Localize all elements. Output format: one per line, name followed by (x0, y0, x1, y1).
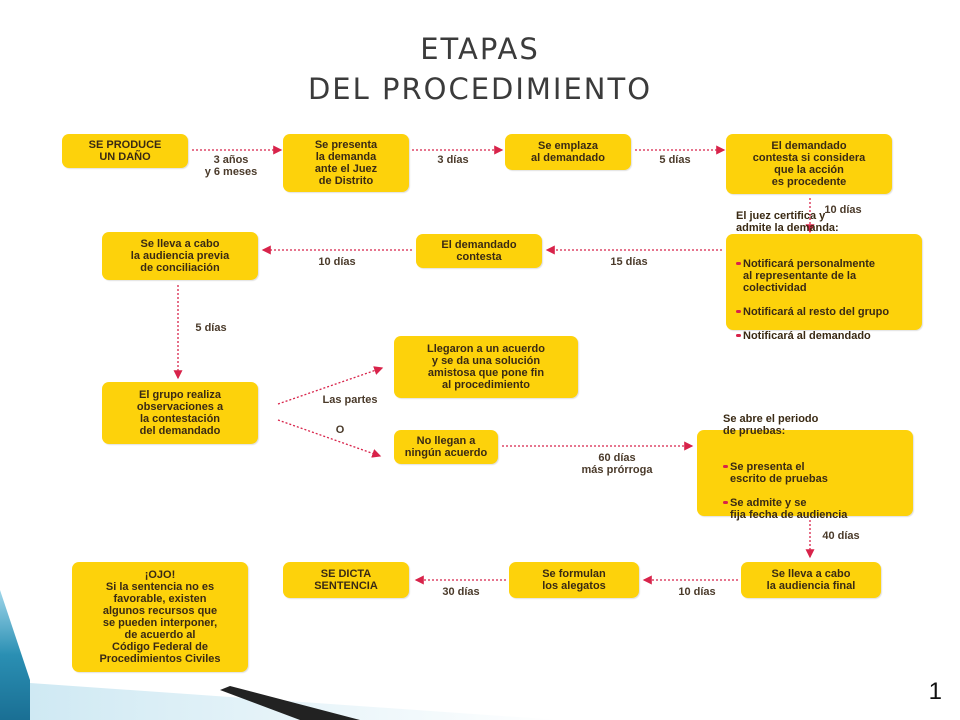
step-se-formulan-alegatos: Se formulan los alegatos (509, 562, 639, 598)
step-se-presenta-la-demanda: Se presenta la demanda ante el Juez de D… (283, 134, 409, 192)
step-text: SE PRODUCE UN DAÑO (88, 139, 162, 163)
label-10-dias-a: 10 días (824, 204, 862, 216)
label-15-dias: 15 días (610, 256, 648, 268)
label-60-dias-prorroga: 60 días más prórroga (581, 452, 653, 476)
label-10-dias-b: 10 días (318, 256, 356, 268)
step-text: Se formulan los alegatos (542, 568, 606, 592)
step-text: El demandado contesta (441, 239, 517, 263)
step-llegaron-a-un-acuerdo: Llegaron a un acuerdo y se da una soluci… (394, 336, 578, 398)
note-text: ¡OJO! Si la sentencia no es favorable, e… (99, 569, 221, 665)
step-el-demandado-contesta: El demandado contesta (416, 234, 542, 268)
step-no-llegan-a-acuerdo: No llegan a ningún acuerdo (394, 430, 498, 464)
step-text: Se presenta la demanda ante el Juez de D… (314, 139, 378, 187)
label-3-anos-6-meses: 3 años y 6 meses (204, 154, 258, 178)
label-o: O (335, 424, 345, 436)
notification-list: Notificará personalmente al representant… (736, 246, 889, 354)
label-40-dias: 40 días (822, 530, 860, 542)
step-text: Se abre el periodo de pruebas: (723, 413, 819, 437)
step-audiencia-previa-conciliacion: Se lleva a cabo la audiencia previa de c… (102, 232, 258, 280)
list-item: Notificará personalmente al representant… (736, 258, 889, 294)
step-text: No llegan a ningún acuerdo (404, 435, 488, 459)
arrow-n8-n10 (277, 419, 382, 458)
step-audiencia-final: Se lleva a cabo la audiencia final (741, 562, 881, 598)
step-text: Se emplaza al demandado (531, 140, 605, 164)
step-periodo-de-pruebas: Se abre el periodo de pruebas: Se presen… (697, 413, 913, 521)
evidence-list: Se presenta el escrito de pruebas Se adm… (723, 449, 847, 533)
step-se-produce-un-dano: SE PRODUCE UN DAÑO (62, 134, 188, 168)
label-5-dias-b: 5 días (195, 322, 227, 334)
step-text: SE DICTA SENTENCIA (314, 568, 378, 592)
step-se-emplaza: Se emplaza al demandado (505, 134, 631, 170)
list-item: Notificará al demandado (736, 330, 889, 342)
label-las-partes: Las partes (322, 394, 378, 406)
title-line-1: ETAPAS (420, 32, 540, 66)
list-item: Notificará al resto del grupo (736, 306, 889, 318)
step-el-demandado-contesta-si-considera: El demandado contesta si considera que l… (726, 134, 892, 194)
step-el-juez-certifica: El juez certifica y admite la demanda: N… (726, 210, 922, 342)
step-se-dicta-sentencia: SE DICTA SENTENCIA (283, 562, 409, 598)
list-item: Se presenta el escrito de pruebas (723, 461, 847, 485)
title-line-2: DEL PROCEDIMIENTO (307, 72, 653, 106)
step-text: El demandado contesta si considera que l… (752, 140, 866, 188)
label-5-dias-a: 5 días (659, 154, 691, 166)
page-number: 1 (928, 678, 942, 705)
note-ojo: ¡OJO! Si la sentencia no es favorable, e… (72, 562, 248, 672)
step-text: Llegaron a un acuerdo y se da una soluci… (427, 343, 545, 391)
step-text: Se lleva a cabo la audiencia previa de c… (130, 238, 230, 274)
list-item: Se admite y se fija fecha de audiencia (723, 497, 847, 521)
label-30-dias: 30 días (442, 586, 480, 598)
step-text: El juez certifica y admite la demanda: (736, 210, 839, 234)
step-grupo-realiza-observaciones: El grupo realiza observaciones a la cont… (102, 382, 258, 444)
step-text: El grupo realiza observaciones a la cont… (136, 389, 224, 437)
label-3-dias: 3 días (437, 154, 469, 166)
label-10-dias-c: 10 días (678, 586, 716, 598)
step-text: Se lleva a cabo la audiencia final (766, 568, 856, 592)
